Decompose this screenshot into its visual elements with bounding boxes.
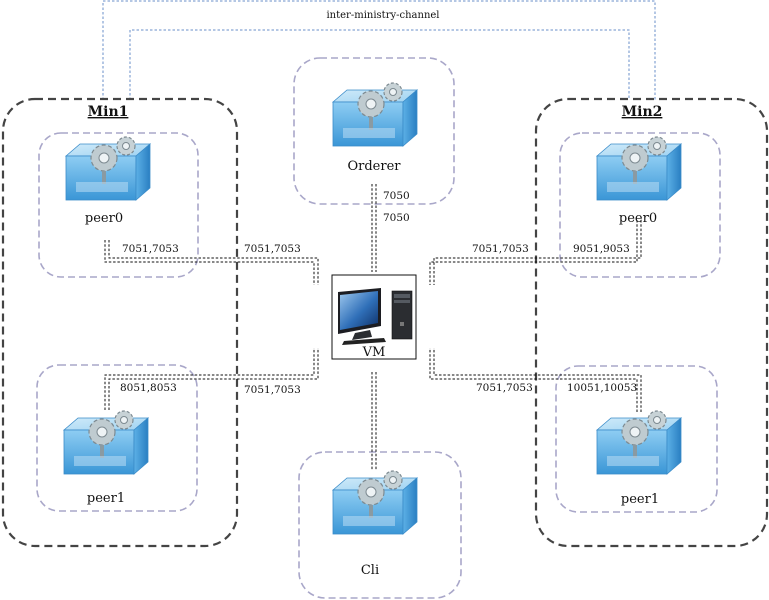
- min1-peer0-label: peer0: [85, 211, 123, 226]
- min2-peer1-label: peer1: [621, 492, 659, 507]
- min2-peer1-container-port: 10051,10053: [567, 382, 637, 394]
- orderer-host-port: 7050: [383, 212, 410, 224]
- min2-peer0-host-port: 7051,7053: [472, 243, 529, 255]
- min2-peer1-host-port: 7051,7053: [476, 382, 533, 394]
- cli-container-icon: [331, 469, 419, 536]
- min1-peer0-host-port: 7051,7053: [244, 243, 301, 255]
- cli-label: Cli: [361, 563, 379, 578]
- min1-peer0-container-port: 7051,7053: [122, 243, 179, 255]
- min2-peer0-container-port: 9051,9053: [573, 243, 630, 255]
- orderer-node-boundary: [293, 57, 455, 205]
- min1-peer1-container-icon: [62, 409, 150, 476]
- org-min2-boundary: [534, 97, 769, 548]
- min1-peer0-node-boundary: [38, 132, 199, 278]
- min1-peer0-container-icon: [64, 135, 152, 202]
- cli-node-boundary: [298, 451, 462, 599]
- channel-label: inter-ministry-channel: [326, 10, 439, 21]
- computer-icon: [338, 288, 413, 345]
- min1-peer1-container-port: 8051,8053: [120, 382, 177, 394]
- vm-label: VM: [362, 345, 386, 360]
- channel-lines: [102, 0, 656, 100]
- orderer-container-icon: [331, 81, 419, 148]
- org-min2-title: Min2: [622, 104, 663, 120]
- min1-peer1-label: peer1: [87, 491, 125, 506]
- min2-peer0-label: peer0: [619, 211, 657, 226]
- orderer-label: Orderer: [347, 159, 401, 174]
- min1-peer1-node-boundary: [36, 364, 198, 512]
- orderer-container-port: 7050: [383, 190, 410, 202]
- port-links: [104, 184, 642, 470]
- min1-peer1-host-port: 7051,7053: [244, 384, 301, 396]
- min2-peer1-container-icon: [595, 409, 683, 476]
- min2-peer0-container-icon: [595, 135, 683, 202]
- min2-peer0-node-boundary: [559, 132, 721, 278]
- org-min1-boundary: [1, 97, 239, 548]
- org-min1-title: Min1: [88, 104, 129, 120]
- min2-peer1-node-boundary: [555, 365, 718, 513]
